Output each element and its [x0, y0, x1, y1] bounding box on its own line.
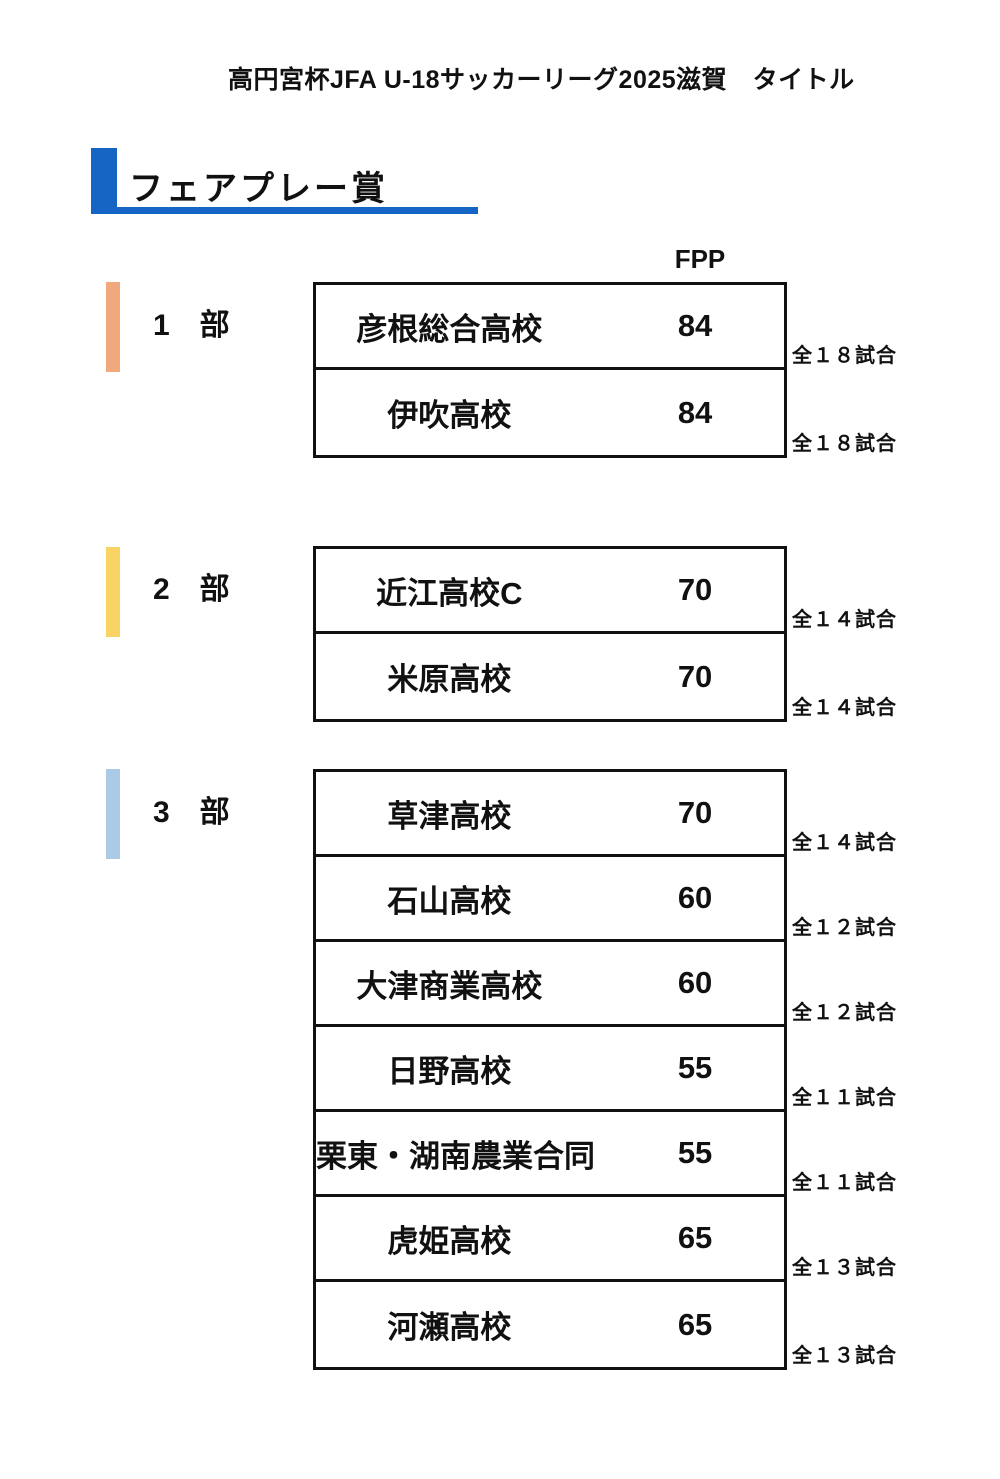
fpp-value: 65 — [677, 1220, 713, 1255]
fpp-value: 70 — [677, 658, 713, 694]
fairplay-award-heading: フェアプレー賞 — [129, 170, 388, 208]
division-3-accent-bar — [106, 769, 120, 859]
table-row: 栗東・湖南農業合同 55 全１１試合 — [316, 1112, 896, 1197]
division-1-accent-bar — [106, 282, 120, 372]
table-row: 伊吹高校 84 全１８試合 — [316, 370, 896, 456]
team-name: 大津商業高校 — [356, 968, 543, 1004]
fpp-value: 84 — [677, 308, 713, 343]
games-note: 全１８試合 — [792, 345, 897, 367]
games-note: 全１４試合 — [792, 697, 897, 719]
fpp-value: 60 — [677, 880, 713, 915]
games-note: 全１４試合 — [792, 832, 897, 854]
division-2-label: 2 部 — [153, 573, 230, 606]
games-note: 全１２試合 — [792, 1002, 897, 1024]
table-row: 河瀬高校 65 全１３試合 — [316, 1282, 896, 1368]
fpp-value: 70 — [677, 795, 713, 830]
table-row: 大津商業高校 60 全１２試合 — [316, 942, 896, 1027]
games-note: 全１４試合 — [792, 609, 897, 631]
fpp-value: 55 — [677, 1135, 713, 1170]
team-name: 近江高校C — [376, 575, 523, 611]
table-row: 草津高校 70 全１４試合 — [316, 772, 896, 857]
table-row: 日野高校 55 全１１試合 — [316, 1027, 896, 1112]
header-accent-bar — [91, 148, 117, 214]
games-note: 全１８試合 — [792, 433, 897, 455]
fpp-value: 65 — [677, 1306, 713, 1342]
table-row: 米原高校 70 全１４試合 — [316, 634, 896, 720]
team-name: 草津高校 — [387, 798, 512, 834]
games-note: 全１２試合 — [792, 917, 897, 939]
games-note: 全１３試合 — [792, 1257, 897, 1279]
division-3-table: 草津高校 70 全１４試合 石山高校 60 全１２試合 大津商業高校 60 全１… — [313, 769, 896, 1370]
team-name: 日野高校 — [387, 1053, 512, 1089]
fpp-column-header: FPP — [674, 244, 726, 274]
team-name: 彦根総合高校 — [356, 311, 543, 347]
division-1-label: 1 部 — [153, 309, 230, 342]
team-name: 石山高校 — [387, 883, 512, 919]
team-name: 伊吹高校 — [387, 398, 512, 433]
table-row: 虎姫高校 65 全１３試合 — [316, 1197, 896, 1282]
division-2-accent-bar — [106, 547, 120, 637]
games-note: 全１１試合 — [792, 1087, 897, 1109]
fpp-value: 60 — [677, 965, 713, 1000]
table-row: 近江高校C 70 全１４試合 — [316, 549, 896, 634]
fpp-value: 84 — [677, 394, 713, 430]
division-3-label: 3 部 — [153, 796, 230, 829]
document-title: 高円宮杯JFA U-18サッカーリーグ2025滋賀 タイトル — [228, 66, 855, 94]
team-name: 虎姫高校 — [387, 1223, 512, 1259]
table-row: 石山高校 60 全１２試合 — [316, 857, 896, 942]
fpp-value: 55 — [677, 1050, 713, 1085]
fpp-value: 70 — [677, 572, 713, 607]
team-name: 米原高校 — [387, 662, 512, 697]
header-underline — [91, 207, 478, 214]
division-2-table: 近江高校C 70 全１４試合 米原高校 70 全１４試合 — [313, 546, 896, 722]
games-note: 全１３試合 — [792, 1345, 897, 1367]
games-note: 全１１試合 — [792, 1172, 897, 1194]
team-name: 河瀬高校 — [387, 1310, 512, 1345]
team-name: 栗東・湖南農業合同 — [316, 1138, 595, 1174]
table-row: 彦根総合高校 84 全１８試合 — [316, 285, 896, 370]
division-1-table: 彦根総合高校 84 全１８試合 伊吹高校 84 全１８試合 — [313, 282, 896, 458]
